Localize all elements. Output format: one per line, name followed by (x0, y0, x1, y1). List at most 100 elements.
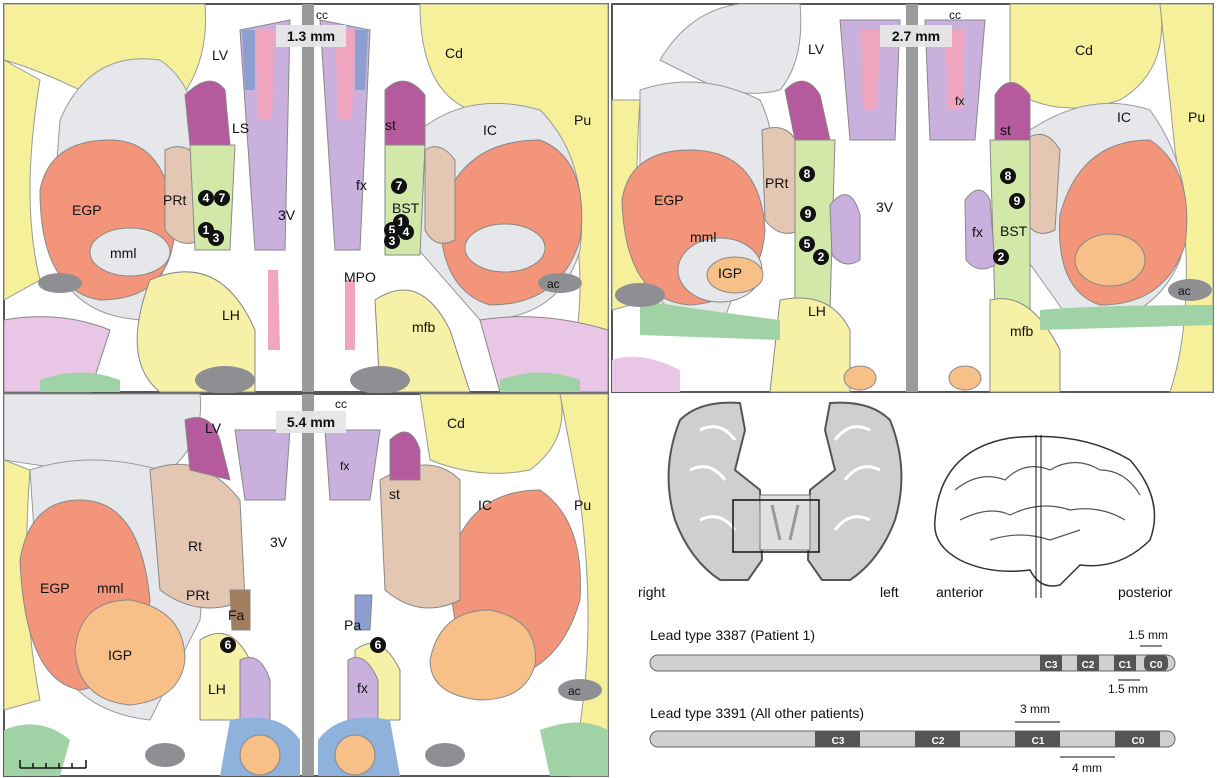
bst-left-2 (795, 140, 835, 310)
label-cc-3: cc (335, 397, 347, 411)
label-cc-2: cc (949, 8, 961, 22)
label-ic-3: IC (478, 497, 492, 513)
panel-1: 1.3 mm cc LV Cd LS st IC Pu EGP PRt fx B… (4, 4, 608, 394)
label-left-hemisphere: left (880, 584, 899, 600)
label-ac-2: ac (1178, 284, 1191, 298)
label-fx-3: fx (357, 680, 368, 696)
orange-oval-2a (844, 366, 876, 390)
grey-bottom-right-3 (425, 743, 465, 767)
electrode-number: 7 (396, 179, 403, 193)
label-ac: ac (547, 277, 560, 291)
label-3v: 3V (278, 207, 296, 223)
bottom-grey-left (195, 366, 255, 394)
lead1-dim-bottom: 1.5 mm (1108, 682, 1148, 696)
label-mml-2: mml (690, 229, 716, 245)
septal-left-3 (235, 430, 290, 500)
label-ls: LS (232, 120, 249, 136)
lead1-label-c3: C3 (1045, 660, 1058, 671)
label-fx-2: fx (972, 224, 983, 240)
lead1-label-c2: C2 (1082, 660, 1095, 671)
label-fx-top-3: fx (340, 459, 349, 473)
label-mpo: MPO (344, 269, 376, 285)
label-cd-2: Cd (1075, 42, 1093, 58)
label-3v-2: 3V (876, 199, 894, 215)
lead2-label-c2: C2 (932, 736, 945, 747)
midline-2 (906, 4, 918, 392)
label-lv-2: LV (808, 41, 825, 57)
septal-right-3 (325, 430, 380, 500)
stria-right-3 (390, 432, 420, 480)
label-ic: IC (483, 122, 497, 138)
orange-oval-2b (949, 366, 981, 390)
igp-right-2 (1075, 234, 1145, 286)
label-fx: fx (356, 177, 367, 193)
label-bst: BST (392, 200, 420, 216)
orange-bottom-left-3 (240, 735, 280, 775)
lead2-title: Lead type 3391 (All other patients) (650, 705, 864, 721)
lead1-title: Lead type 3387 (Patient 1) (650, 627, 815, 643)
lead2-label-c3: C3 (832, 736, 845, 747)
section-label-2: 2.7 mm (892, 28, 940, 44)
electrode-number: 6 (225, 638, 232, 652)
electrode-number: 4 (203, 191, 210, 205)
lead1-label-c1: C1 (1119, 660, 1132, 671)
label-fa-3: Fa (228, 607, 245, 623)
section-label-3: 5.4 mm (287, 414, 335, 430)
coronal-brain-icon (669, 403, 902, 580)
lead2-dim-top: 3 mm (1020, 702, 1050, 716)
stria-right (385, 81, 425, 145)
label-lv-3: LV (205, 420, 222, 436)
ac-right-shape (538, 273, 582, 293)
electrode-number: 2 (998, 250, 1005, 264)
electrode-number: 3 (389, 234, 396, 248)
label-igp-2: IGP (718, 265, 742, 281)
label-right-hemisphere: right (638, 584, 665, 600)
label-egp-2: EGP (654, 192, 684, 208)
grey-bottom-left-3 (145, 743, 185, 767)
label-posterior: posterior (1118, 584, 1173, 600)
green-bottom-right-3 (540, 723, 608, 777)
electrode-number: 2 (818, 250, 825, 264)
electrode-number: 4 (403, 225, 410, 239)
septal-pink-2a (860, 30, 880, 110)
label-fx-top-2: fx (955, 94, 964, 108)
grey-left-2 (615, 283, 665, 307)
midline-3 (302, 394, 314, 776)
ac-left-shape (38, 273, 82, 293)
label-bst-2: BST (1000, 223, 1028, 239)
prt-right (425, 147, 455, 244)
electrode-number: 8 (804, 167, 811, 181)
caudate-right-3 (420, 394, 562, 473)
orange-bottom-right-3 (335, 735, 375, 775)
panel-3: 5.4 mm cc LV Cd fx st IC Pu Rt 3V EGP mm… (4, 394, 608, 776)
label-pu-3: Pu (574, 497, 591, 513)
lead2-label-c0: C0 (1132, 736, 1145, 747)
lead2-diagram (650, 731, 1175, 747)
label-egp: EGP (72, 202, 102, 218)
fx-left-2 (830, 195, 860, 264)
bottom-grey-right (350, 366, 410, 394)
label-lh: LH (222, 307, 240, 323)
legend-panel: right left anterior posterior Lead type … (638, 403, 1175, 775)
electrode-number: 1 (203, 223, 210, 237)
label-lh-3: LH (208, 681, 226, 697)
stria-left (185, 81, 230, 145)
label-3v-3: 3V (270, 534, 288, 550)
label-mml: mml (110, 245, 136, 261)
label-st-3: st (389, 486, 400, 502)
label-st-2: st (1000, 122, 1011, 138)
label-cd-3: Cd (447, 415, 465, 431)
label-ac-3: ac (568, 684, 581, 698)
electrode-number: 9 (1014, 194, 1021, 208)
label-igp-3: IGP (108, 647, 132, 663)
septal-pink-left (255, 30, 275, 120)
electrode-number: 7 (219, 191, 226, 205)
lead2-dim-bottom: 4 mm (1072, 761, 1102, 775)
label-mml-3: mml (97, 580, 123, 596)
label-cc: cc (316, 8, 328, 22)
label-pu-2: Pu (1188, 109, 1205, 125)
label-anterior: anterior (936, 584, 984, 600)
label-prt-2: PRt (765, 175, 788, 191)
label-lv: LV (212, 47, 229, 63)
